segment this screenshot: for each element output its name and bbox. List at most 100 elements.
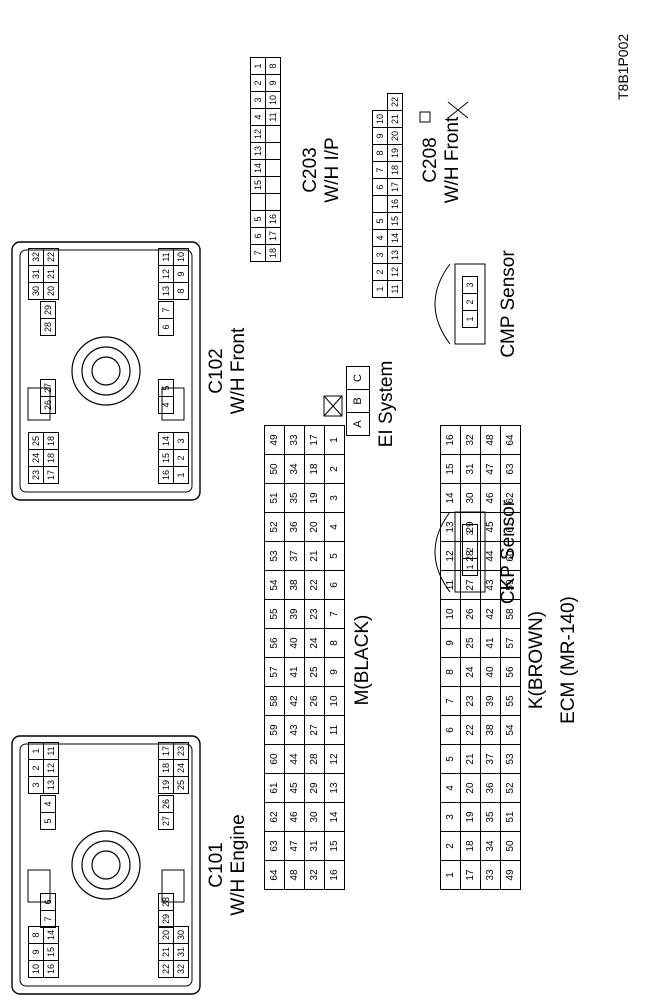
pin: 59 xyxy=(264,715,285,745)
pin: 49 xyxy=(264,425,285,455)
pin: 15 xyxy=(387,212,403,230)
pin: 32 xyxy=(460,425,481,455)
pin: 43 xyxy=(480,570,501,600)
pin: 14 xyxy=(324,802,345,832)
pin: 4 xyxy=(324,512,345,542)
pin: 29 xyxy=(40,301,56,319)
pin: 18 xyxy=(460,831,481,861)
pin: 11 xyxy=(387,280,403,298)
pin: 47 xyxy=(284,831,305,861)
pin: 25 xyxy=(460,628,481,658)
pin: 51 xyxy=(500,802,521,832)
pin: A xyxy=(346,412,370,436)
pin: 6 xyxy=(440,715,461,745)
pin: 7 xyxy=(324,599,345,629)
pin: 14 xyxy=(43,926,59,944)
pin: 6 xyxy=(250,227,266,245)
c101-desc: W/H Engine xyxy=(228,814,249,916)
pin: 26 xyxy=(304,686,325,716)
pin: 58 xyxy=(264,686,285,716)
pin: 21 xyxy=(304,541,325,571)
pin: 36 xyxy=(480,773,501,803)
pin: 28 xyxy=(158,893,174,911)
pin: 14 xyxy=(158,432,174,450)
pin: 16 xyxy=(324,860,345,890)
pin: C xyxy=(346,366,370,390)
pin: 14 xyxy=(250,159,266,177)
pin: 52 xyxy=(264,512,285,542)
pin: 58 xyxy=(500,599,521,629)
pin: 2 xyxy=(462,293,478,311)
pin: 5 xyxy=(372,212,388,230)
pin: 6 xyxy=(158,318,174,336)
pin: 18 xyxy=(265,244,281,262)
pin: 19 xyxy=(304,483,325,513)
pin: 22 xyxy=(387,93,403,111)
pin: 12 xyxy=(250,125,266,143)
pin: 14 xyxy=(387,229,403,247)
pin: 31 xyxy=(304,831,325,861)
pin: 10 xyxy=(440,599,461,629)
pin: 61 xyxy=(500,512,521,542)
pin: 62 xyxy=(264,802,285,832)
pin: 29 xyxy=(158,910,174,928)
pin: 21 xyxy=(387,110,403,128)
pin: 32 xyxy=(28,248,44,266)
pin xyxy=(265,193,281,211)
pin: 63 xyxy=(500,454,521,484)
pin: 2 xyxy=(28,759,44,777)
pin: 5 xyxy=(324,541,345,571)
c208-id: C208 xyxy=(420,137,441,183)
ecm-title: ECM (MR-140) xyxy=(558,596,579,724)
pin: 9 xyxy=(265,74,281,92)
pin: 39 xyxy=(284,599,305,629)
pin: 10 xyxy=(265,91,281,109)
pin xyxy=(372,195,388,213)
c101-id: C101 xyxy=(206,842,227,888)
pin xyxy=(250,193,266,211)
pin: 8 xyxy=(28,926,44,944)
pin: 3 xyxy=(28,776,44,794)
pin: 16 xyxy=(440,425,461,455)
ecm-k-label: K(BROWN) xyxy=(526,610,547,710)
cmp-sensor-label: CMP Sensor xyxy=(498,250,519,358)
pin: 57 xyxy=(264,657,285,687)
pin: 46 xyxy=(284,802,305,832)
pin: 9 xyxy=(173,265,189,283)
pin: 22 xyxy=(43,248,59,266)
pin: 10 xyxy=(372,110,388,128)
pin: 8 xyxy=(372,144,388,162)
pin: 53 xyxy=(500,744,521,774)
pin: 12 xyxy=(440,541,461,571)
pin: 23 xyxy=(28,466,44,484)
pin: 11 xyxy=(440,570,461,600)
ecm-m-label: M(BLACK) xyxy=(352,614,373,706)
pin: 24 xyxy=(28,449,44,467)
pin: 23 xyxy=(173,742,189,760)
pin: 13 xyxy=(43,776,59,794)
pin: 9 xyxy=(440,628,461,658)
pin: 15 xyxy=(324,831,345,861)
pin: 1 xyxy=(250,57,266,75)
pin: 3 xyxy=(173,432,189,450)
pin: 27 xyxy=(304,715,325,745)
pin: 60 xyxy=(264,744,285,774)
pin: 19 xyxy=(460,802,481,832)
pin: 45 xyxy=(284,773,305,803)
pin: 50 xyxy=(500,831,521,861)
